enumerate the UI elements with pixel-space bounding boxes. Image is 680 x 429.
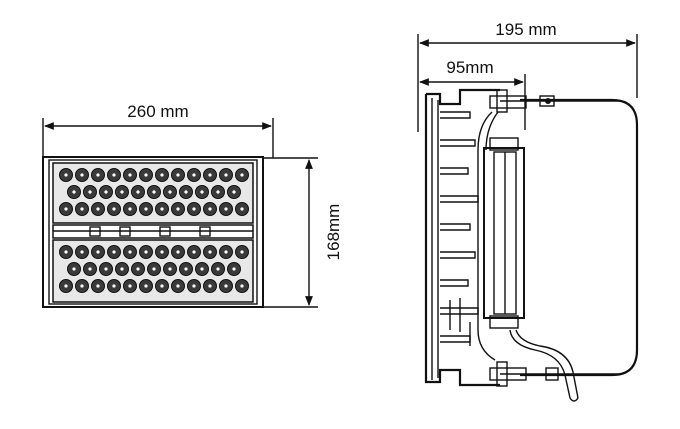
led-chip bbox=[160, 284, 164, 288]
led-array-upper bbox=[59, 168, 249, 216]
led-chip bbox=[200, 267, 204, 271]
led-chip bbox=[160, 250, 164, 254]
led-array-lower bbox=[59, 245, 249, 293]
led-chip bbox=[208, 250, 212, 254]
led-chip bbox=[136, 267, 140, 271]
height-dimension: 168mm bbox=[262, 157, 343, 308]
led-chip bbox=[120, 267, 124, 271]
led-chip bbox=[80, 284, 84, 288]
led-chip bbox=[168, 267, 172, 271]
led-chip bbox=[224, 284, 228, 288]
led-chip bbox=[240, 207, 244, 211]
height-label: 168mm bbox=[324, 204, 343, 261]
led-chip bbox=[152, 190, 156, 194]
led-chip bbox=[144, 207, 148, 211]
led-chip bbox=[128, 173, 132, 177]
led-chip bbox=[64, 173, 68, 177]
led-chip bbox=[144, 173, 148, 177]
center-bracket bbox=[52, 224, 254, 239]
led-chip bbox=[144, 284, 148, 288]
side-view: 195 mm 95mm bbox=[417, 20, 639, 402]
led-chip bbox=[112, 207, 116, 211]
led-chip bbox=[64, 207, 68, 211]
led-chip bbox=[176, 173, 180, 177]
led-chip bbox=[136, 190, 140, 194]
led-chip bbox=[96, 207, 100, 211]
led-chip bbox=[192, 173, 196, 177]
led-chip bbox=[128, 207, 132, 211]
led-chip bbox=[200, 190, 204, 194]
width-label: 260 mm bbox=[127, 102, 188, 121]
led-chip bbox=[88, 190, 92, 194]
led-chip bbox=[232, 190, 236, 194]
led-chip bbox=[184, 267, 188, 271]
led-chip bbox=[120, 190, 124, 194]
led-chip bbox=[112, 284, 116, 288]
led-chip bbox=[104, 190, 108, 194]
overall-depth-dimension: 195 mm bbox=[417, 20, 638, 132]
led-chip bbox=[160, 173, 164, 177]
driver-box bbox=[483, 137, 525, 329]
led-chip bbox=[96, 250, 100, 254]
led-chip bbox=[64, 284, 68, 288]
led-chip bbox=[184, 190, 188, 194]
power-cables bbox=[477, 111, 579, 402]
led-chip bbox=[112, 173, 116, 177]
led-chip bbox=[72, 267, 76, 271]
led-chip bbox=[152, 267, 156, 271]
led-chip bbox=[128, 250, 132, 254]
led-chip bbox=[224, 250, 228, 254]
led-chip bbox=[192, 284, 196, 288]
led-chip bbox=[176, 284, 180, 288]
led-chip bbox=[224, 207, 228, 211]
led-chip bbox=[144, 250, 148, 254]
width-dimension: 260 mm bbox=[42, 102, 274, 158]
overall-depth-label: 195 mm bbox=[495, 20, 556, 39]
led-chip bbox=[88, 267, 92, 271]
led-chip bbox=[80, 250, 84, 254]
led-chip bbox=[72, 190, 76, 194]
led-chip bbox=[216, 267, 220, 271]
led-chip bbox=[64, 250, 68, 254]
led-chip bbox=[104, 267, 108, 271]
led-chip bbox=[224, 173, 228, 177]
led-chip bbox=[96, 173, 100, 177]
body-depth-label: 95mm bbox=[446, 58, 493, 77]
led-chip bbox=[112, 250, 116, 254]
heatsink-fins bbox=[440, 111, 479, 346]
led-chip bbox=[208, 207, 212, 211]
led-chip bbox=[192, 207, 196, 211]
front-view: 260 mm 168mm bbox=[42, 102, 343, 308]
led-chip bbox=[232, 267, 236, 271]
led-chip bbox=[240, 250, 244, 254]
led-chip bbox=[208, 284, 212, 288]
led-chip bbox=[240, 173, 244, 177]
led-chip bbox=[168, 190, 172, 194]
led-chip bbox=[80, 207, 84, 211]
led-chip bbox=[192, 250, 196, 254]
led-chip bbox=[176, 207, 180, 211]
led-chip bbox=[208, 173, 212, 177]
led-chip bbox=[216, 190, 220, 194]
housing-profile bbox=[424, 88, 500, 387]
led-chip bbox=[176, 250, 180, 254]
led-module-upper bbox=[52, 162, 254, 224]
body-depth-dimension: 95mm bbox=[419, 58, 526, 130]
led-chip bbox=[80, 173, 84, 177]
led-chip bbox=[128, 284, 132, 288]
led-chip bbox=[96, 284, 100, 288]
led-chip bbox=[160, 207, 164, 211]
led-chip bbox=[240, 284, 244, 288]
led-module-lower bbox=[52, 239, 254, 303]
mounting-yoke bbox=[520, 98, 639, 377]
